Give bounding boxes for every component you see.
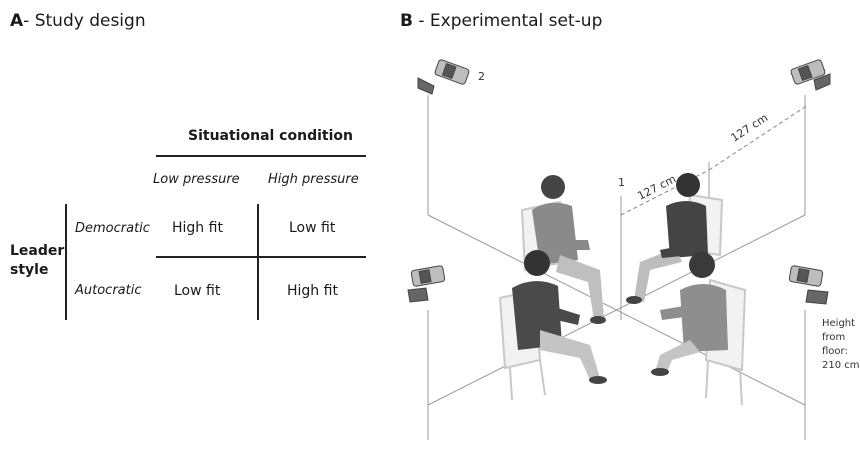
row-autocratic: Autocratic <box>75 283 142 298</box>
camera-icon-top-right <box>790 59 831 91</box>
panel-b-title-text: - Experimental set-up <box>412 11 603 31</box>
row-democratic: Democratic <box>75 221 150 236</box>
panel-b-letter: B <box>400 11 413 31</box>
height-note-line2: from <box>822 332 845 343</box>
row-header-line1: Leader <box>10 243 65 259</box>
cell-autocratic-low: Low fit <box>174 283 221 299</box>
cell-democratic-low: High fit <box>172 220 223 236</box>
person-top-right <box>626 173 708 304</box>
height-note-line3: floor: <box>822 346 848 357</box>
label-distance-2: 127 cm <box>729 111 771 144</box>
grid-horizontal <box>156 256 366 258</box>
cell-autocratic-high: High fit <box>287 283 338 299</box>
column-low-pressure: Low pressure <box>153 172 240 187</box>
height-note-line4: 210 cm <box>822 360 860 371</box>
label-position-1: 1 <box>618 176 625 189</box>
camera-icon-top-left <box>417 59 470 95</box>
cell-democratic-high: Low fit <box>289 220 336 236</box>
height-note-line1: Height <box>822 318 855 329</box>
camera-icon-right <box>788 265 829 305</box>
column-header: Situational condition <box>188 128 353 144</box>
row-header-rule <box>65 204 67 320</box>
column-high-pressure: High pressure <box>268 172 359 187</box>
column-header-rule <box>156 155 366 157</box>
grid-vertical <box>257 204 259 320</box>
row-header: Leader style <box>10 242 64 280</box>
panel-a-title-text: - Study design <box>23 11 146 31</box>
camera-icon-left <box>407 265 446 303</box>
row-header-line2: style <box>10 262 49 278</box>
label-camera-2: 2 <box>478 70 485 83</box>
label-distance-1: 127 cm <box>635 172 678 202</box>
distance-lines <box>620 104 809 216</box>
panel-a-title: A- Study design <box>10 11 146 31</box>
room-lines <box>427 95 806 440</box>
person-bottom-right <box>651 252 728 376</box>
person-bottom-left <box>512 250 607 384</box>
panel-a-letter: A <box>10 11 24 31</box>
panel-b-title: B - Experimental set-up <box>400 11 602 31</box>
person-top-left <box>532 175 606 324</box>
